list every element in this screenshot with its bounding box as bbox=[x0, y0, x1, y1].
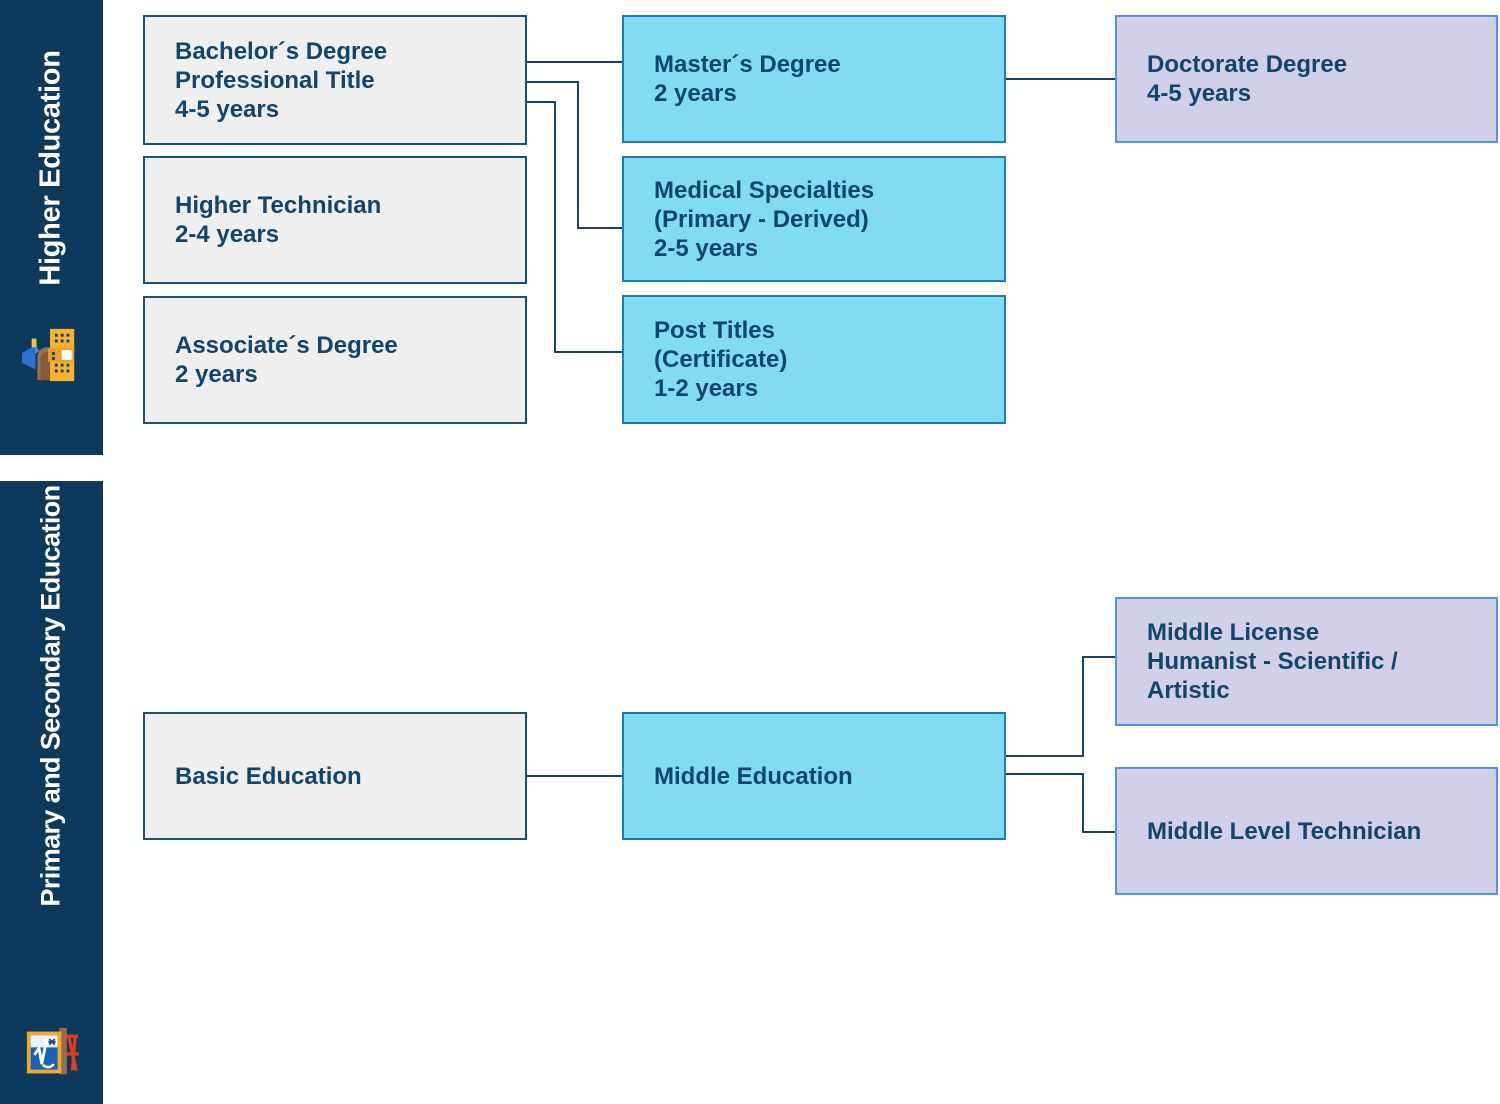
node-line: 2 years bbox=[654, 80, 737, 107]
node-line: Artistic bbox=[1147, 677, 1230, 704]
node-line: Middle License bbox=[1147, 619, 1320, 646]
node-masters-degree: Master´s Degree 2 years bbox=[622, 15, 1006, 143]
node-line: (Primary - Derived) bbox=[654, 205, 869, 233]
connector-bachelor-posttitles-h2 bbox=[554, 351, 622, 353]
node-post-titles: Post Titles (Certificate) 1-2 years bbox=[622, 295, 1006, 424]
node-middle-level-technician: Middle Level Technician bbox=[1115, 767, 1498, 895]
node-line: 4-5 years bbox=[1147, 80, 1252, 107]
node-higher-technician: Higher Technician 2-4 years bbox=[143, 156, 527, 284]
sidebar-primary-secondary-education: Primary and Secondary Education bbox=[0, 481, 103, 1104]
node-bachelors-degree: Bachelor´s Degree Professional Title 4-5… bbox=[143, 15, 527, 145]
node-line: 4-5 years bbox=[175, 95, 280, 123]
node-line: Medical Specialties bbox=[654, 176, 875, 204]
sidebar-primary-secondary-label: Primary and Secondary Education bbox=[35, 485, 66, 907]
connector-bachelor-posttitles-h1 bbox=[527, 101, 556, 103]
math-board-icon bbox=[26, 1027, 79, 1075]
node-line: Doctorate Degree bbox=[1147, 51, 1348, 78]
node-line: 1-2 years bbox=[654, 375, 759, 402]
connector-middle-technician-v bbox=[1082, 773, 1084, 833]
node-line: Associate´s Degree bbox=[175, 332, 398, 359]
connector-bachelor-posttitles-v bbox=[554, 101, 556, 353]
sidebar-higher-education: Higher Education bbox=[0, 0, 103, 455]
node-line: Post Titles bbox=[654, 317, 775, 344]
university-icon bbox=[22, 328, 75, 382]
node-line: Basic Education bbox=[175, 762, 362, 790]
connector-bachelor-medical-v bbox=[577, 81, 579, 229]
node-doctorate-degree: Doctorate Degree 4-5 years bbox=[1115, 15, 1498, 143]
node-line: 2-4 years bbox=[175, 221, 280, 248]
connector-middle-technician-h2 bbox=[1084, 831, 1115, 833]
node-middle-license: Middle License Humanist - Scientific / A… bbox=[1115, 597, 1498, 726]
node-line: (Certificate) bbox=[654, 346, 788, 373]
node-line: Master´s Degree bbox=[654, 51, 841, 78]
node-line: Professional Title bbox=[175, 66, 375, 94]
node-line: Higher Technician bbox=[175, 192, 382, 219]
node-line: 2 years bbox=[175, 361, 258, 388]
node-line: Middle Level Technician bbox=[1147, 817, 1422, 845]
sidebar-higher-education-label: Higher Education bbox=[34, 50, 67, 286]
node-line: Humanist - Scientific / bbox=[1147, 648, 1398, 675]
connector-bachelor-medical-h1 bbox=[527, 81, 579, 83]
node-line: Bachelor´s Degree bbox=[175, 37, 388, 65]
connector-bachelor-master bbox=[527, 61, 622, 63]
connector-middle-license-h2 bbox=[1084, 656, 1115, 658]
node-medical-specialties: Medical Specialties (Primary - Derived) … bbox=[622, 156, 1006, 282]
connector-master-doctorate bbox=[1006, 78, 1115, 80]
connector-middle-license-v bbox=[1082, 656, 1084, 757]
connector-middle-license-h1 bbox=[1006, 755, 1084, 757]
node-line: 2-5 years bbox=[654, 234, 759, 262]
connector-middle-technician-h1 bbox=[1006, 773, 1084, 775]
node-basic-education: Basic Education bbox=[143, 712, 527, 840]
node-associates-degree: Associate´s Degree 2 years bbox=[143, 296, 527, 424]
node-middle-education: Middle Education bbox=[622, 712, 1006, 840]
node-line: Middle Education bbox=[654, 762, 853, 790]
connector-bachelor-medical-h2 bbox=[577, 227, 622, 229]
connector-basic-middle bbox=[527, 775, 622, 777]
